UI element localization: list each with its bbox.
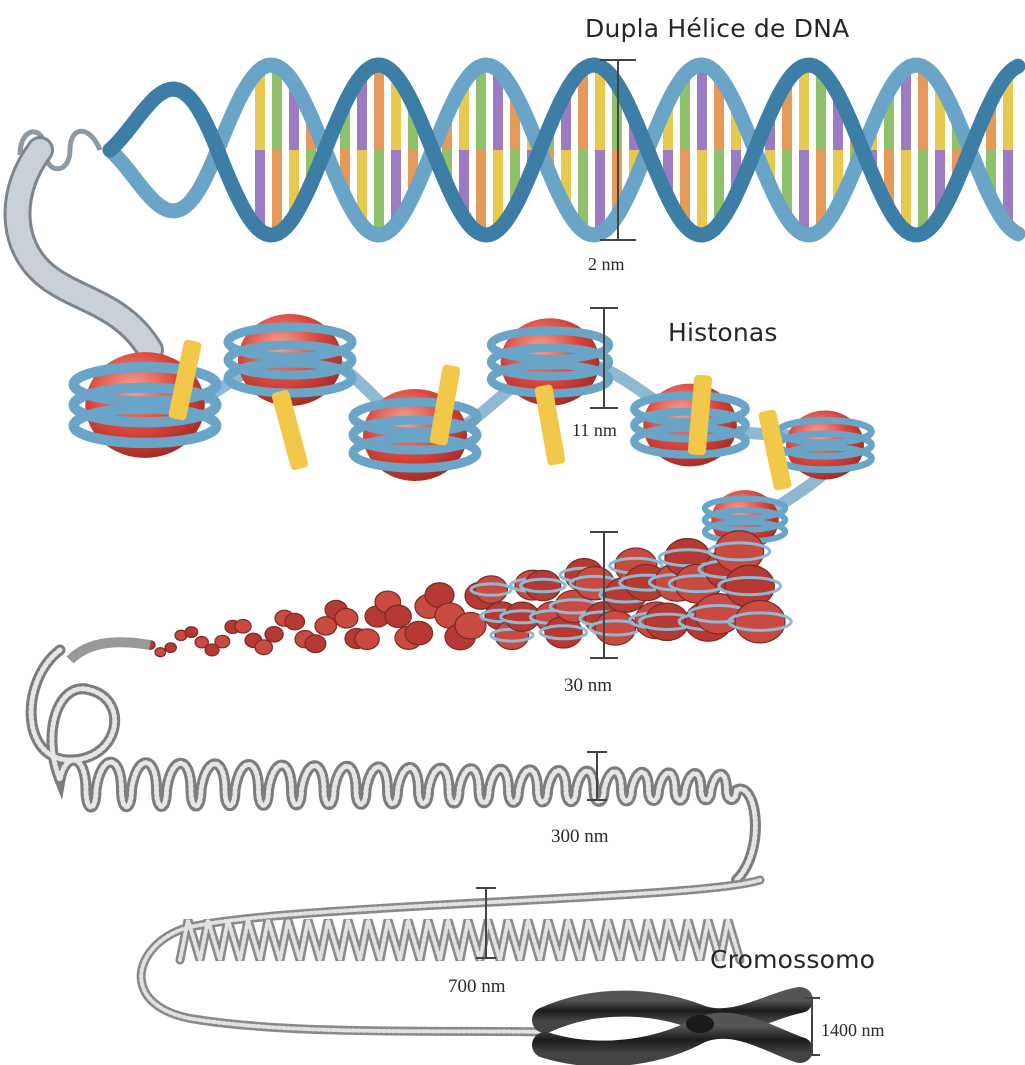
fiber30-bead: [645, 603, 689, 640]
fiber30-bead: [335, 609, 358, 628]
base-pair: [918, 150, 928, 233]
base-pairs: [255, 65, 1013, 235]
base-pair: [697, 65, 707, 150]
base-pair: [476, 66, 486, 150]
fiber30-tail: [70, 642, 150, 660]
fiber30-bead: [285, 613, 304, 630]
fiber30-bead: [505, 602, 539, 631]
base-pair: [595, 66, 605, 150]
scale-700nm: 700 nm: [448, 976, 506, 998]
dna-double-helix: [20, 65, 1018, 235]
fiber30-bead: [235, 619, 251, 633]
fiber-300nm: [31, 650, 755, 880]
base-pair: [697, 150, 707, 235]
base-pair: [918, 67, 928, 150]
base-pair: [476, 150, 486, 234]
scale-300nm: 300 nm: [551, 826, 609, 848]
chromosome: [545, 1000, 800, 1054]
base-pair: [799, 66, 809, 150]
fiber30-bead: [305, 635, 326, 653]
dna-helix-label: Dupla Hélice de DNA: [585, 14, 849, 43]
base-pair: [374, 65, 384, 150]
fiber30-bead: [735, 600, 785, 643]
fiber30-bead: [185, 627, 198, 638]
scale-11nm: 11 nm: [572, 420, 617, 441]
scale-30nm: 30 nm: [564, 675, 612, 697]
fiber30-bead: [255, 640, 272, 655]
base-pair: [595, 150, 605, 234]
fiber30-bead: [405, 621, 433, 644]
fiber30-bead: [215, 635, 230, 648]
fiber30-bead: [355, 629, 379, 650]
scale-2nm: 2 nm: [588, 254, 625, 275]
fiber30-bead: [155, 648, 166, 657]
fiber30-bead: [385, 605, 411, 627]
fiber30-bead: [265, 627, 283, 642]
fiber30-bead: [525, 570, 561, 600]
base-pair: [272, 150, 282, 234]
chromosome-label: Cromossomo: [710, 945, 875, 974]
scale-1400nm: 1400 nm: [821, 1020, 885, 1041]
base-pair: [799, 150, 809, 234]
base-pair: [272, 66, 282, 150]
fiber30-bead: [165, 643, 176, 653]
fiber-30nm: [70, 531, 791, 660]
histones-label: Histonas: [668, 318, 778, 347]
fiber30-bead: [475, 576, 507, 604]
fiber30-bead: [595, 611, 636, 645]
base-pair: [374, 150, 384, 235]
